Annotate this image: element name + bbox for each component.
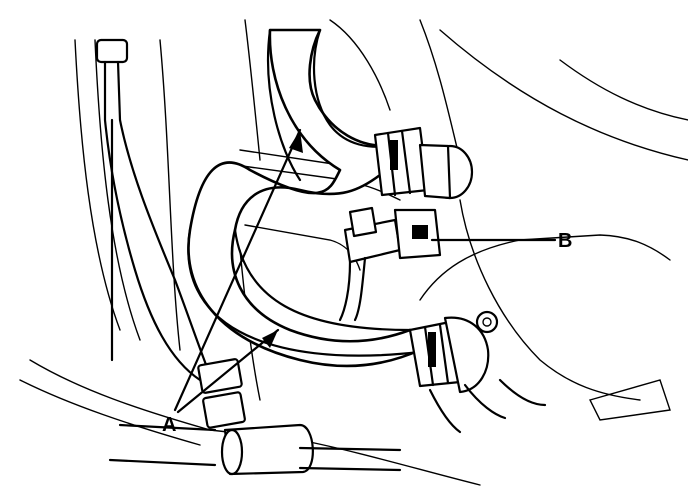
leader-a <box>173 128 303 414</box>
callout-b-label: B <box>558 230 573 252</box>
fuel-line-fittings <box>108 358 402 476</box>
fuel-hose-a <box>187 28 422 368</box>
lower-hose-clamp <box>408 310 547 434</box>
wire-harness <box>95 38 212 382</box>
connector-b <box>338 206 442 322</box>
upper-hose-clamp <box>373 126 474 200</box>
callout-a-label: A <box>162 414 177 436</box>
